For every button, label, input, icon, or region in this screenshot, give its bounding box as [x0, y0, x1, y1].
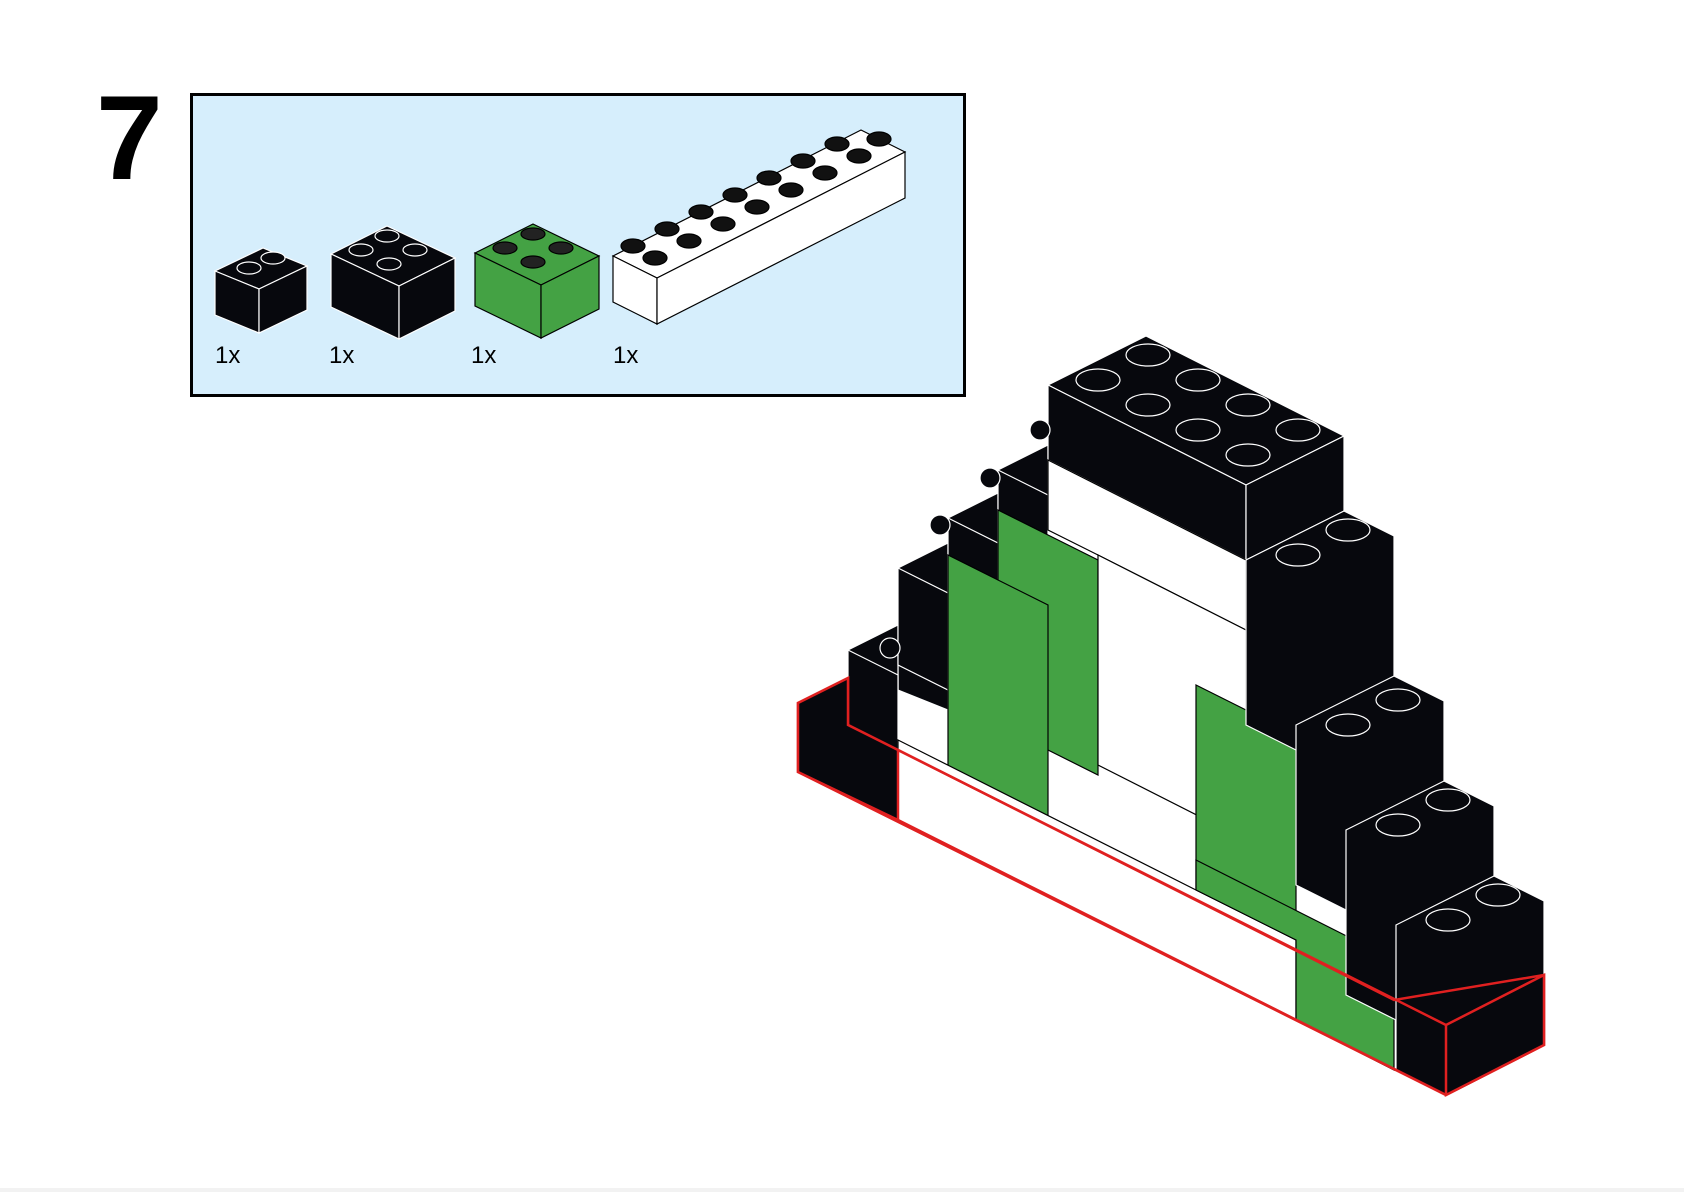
- model-new-bottom-brick: [796, 675, 1546, 1098]
- part-count-white-1x8: 1x: [613, 342, 639, 369]
- part-count-black-1x2: 1x: [215, 342, 241, 369]
- part-count-black-2x2: 1x: [329, 342, 355, 369]
- part-white-1x8-icon: [611, 129, 907, 325]
- parts-list-panel: 1x 1x 1x 1x: [190, 93, 966, 397]
- part-black-2x2-icon: [329, 225, 457, 340]
- part-black-1x2-icon: [213, 247, 309, 334]
- step-number: 7: [96, 71, 163, 205]
- part-green-2x2-icon: [473, 223, 601, 339]
- part-count-green-2x2: 1x: [471, 342, 497, 369]
- page-footer-strip: [0, 1188, 1684, 1192]
- parts-illustrations: [213, 129, 907, 340]
